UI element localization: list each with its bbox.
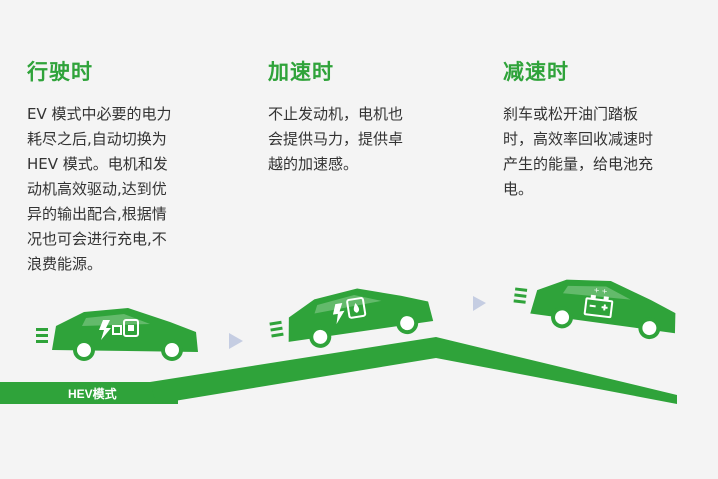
road-segment-flat [0, 382, 178, 404]
car-decelerating: + + [513, 279, 676, 340]
panel-title-accelerating: 加速时 [268, 60, 334, 84]
road-segment-downhill [436, 337, 677, 404]
panel-title-driving: 行驶时 [27, 60, 93, 84]
road: HEV模式 [0, 337, 677, 404]
panel-driving: 行驶时 EV 模式中必要的电力 耗尽之后,自动切换为 HEV 模式。电机和发 动… [27, 56, 227, 277]
car-accelerating [269, 288, 434, 348]
panel-title-decelerating: 减速时 [503, 60, 569, 84]
panel-decelerating: 减速时 刹车或松开油门踏板 时，高效率回收减速时 产生的能量，给电池充 电。 [503, 56, 703, 202]
car-driving [36, 308, 198, 361]
arrow-right-icon [473, 296, 486, 311]
svg-text:+ +: + + [593, 286, 608, 296]
arrow-right-icon [229, 333, 243, 349]
road-segment-uphill [150, 337, 436, 404]
panel-text-decelerating: 刹车或松开油门踏板 时，高效率回收减速时 产生的能量，给电池充 电。 [503, 105, 654, 198]
panel-accelerating: 加速时 不止发动机，电机也 会提供马力，提供卓 越的加速感。 [268, 56, 458, 177]
electric-bolt-engine-icon [99, 319, 139, 340]
electric-bolt-fuel-icon [332, 297, 367, 325]
battery-charge-icon: + + [583, 286, 614, 319]
road-label: HEV模式 [68, 386, 117, 401]
panel-text-driving: EV 模式中必要的电力 耗尽之后,自动切换为 HEV 模式。电机和发 动机高效驱… [27, 105, 172, 273]
panel-text-accelerating: 不止发动机，电机也 会提供马力，提供卓 越的加速感。 [268, 105, 404, 173]
